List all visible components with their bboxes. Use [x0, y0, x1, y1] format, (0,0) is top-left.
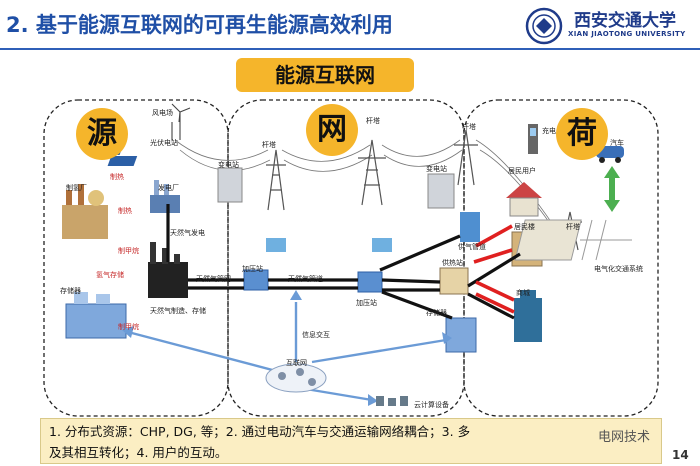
label-tower-3: 杆塔: [462, 123, 476, 131]
info-arrowheads: [122, 290, 452, 406]
energy-internet-banner: 能源互联网: [236, 58, 414, 92]
green-arrow: [604, 166, 620, 212]
gas-facility-1: [266, 238, 286, 252]
title-divider: [0, 48, 700, 50]
wind-turbines: [171, 103, 191, 140]
label-heating-station: 供热站: [442, 259, 463, 267]
heating-station: [439, 267, 469, 295]
university-logo: [525, 7, 563, 45]
label-ev: 汽车: [610, 139, 624, 147]
label-heat-2: 制热: [118, 207, 132, 215]
label-hydrogen-plant: 制氢厂: [66, 184, 87, 192]
label-gas-pipe-1: 天然气管网: [196, 275, 231, 283]
load-label: 荷: [556, 108, 608, 160]
ev-charger: [528, 124, 538, 154]
label-residential-building: 居民楼: [514, 223, 535, 231]
ev-traffic-grid: [514, 219, 632, 261]
residential-house: [506, 182, 542, 217]
label-heat-3: 制甲烷: [118, 323, 139, 331]
label-mall: 商城: [516, 289, 530, 297]
label-tower-1: 杆塔: [262, 141, 276, 149]
grid-region: [227, 99, 465, 417]
logo-subtitle: XIAN JIAOTONG UNIVERSITY: [568, 30, 686, 38]
label-storage-2: 存储器: [426, 309, 447, 317]
label-heat-1: 制热: [110, 173, 124, 181]
tower-1: [266, 149, 286, 211]
label-gas-supply: 供气管道: [458, 243, 486, 251]
substation-2: [427, 173, 455, 209]
label-gas-power: 天然气发电: [170, 229, 205, 237]
label-residential-user: 居民用户: [508, 167, 536, 175]
grid-label: 网: [306, 104, 358, 156]
label-info-exchange: 信息交互: [302, 331, 330, 339]
hydrogen-plant: [62, 184, 108, 239]
caption-line-1: 1. 分布式资源：CHP, DG, 等；2. 通过电动汽车与交通运输网络耦合；3…: [49, 424, 471, 439]
label-pv-station: 光伏电站: [150, 139, 178, 147]
label-hydrogen-cool: 制甲烷: [118, 247, 139, 255]
compressor-2: [357, 271, 383, 293]
logo-name: 西安交通大学: [574, 11, 676, 31]
label-ev-charge: 充电: [542, 127, 556, 135]
label-gas-pipe-2: 天然气管道: [288, 275, 323, 283]
label-compressor-2: 加压站: [356, 299, 377, 307]
label-tower-2: 杆塔: [366, 117, 380, 125]
label-storage-1: 存储器: [60, 287, 81, 295]
gas-pipelines: [166, 204, 521, 320]
label-ev-traffic: 电气化交通系统: [594, 265, 643, 273]
load-region: [463, 99, 659, 417]
storage-2: [445, 317, 477, 353]
label-hydrogen-storage: 氢气存储: [96, 271, 124, 279]
internet-cloud: [265, 363, 327, 393]
red-power-lines: [473, 224, 515, 314]
storage-1: [65, 292, 127, 339]
label-substation-2: 变电站: [426, 165, 447, 173]
mall-building: [514, 290, 542, 342]
cloud-devices: [376, 396, 408, 406]
gas-plant: [148, 242, 188, 298]
label-cloud-device: 云计算设备: [414, 401, 449, 409]
slide-title: 2. 基于能源互联网的可再生能源高效利用: [6, 13, 393, 37]
label-gas-make: 天然气制造、存储: [150, 307, 206, 315]
label-tower-4: 杆塔: [566, 223, 580, 231]
label-substation-1: 变电站: [218, 161, 239, 169]
source-label: 源: [76, 108, 128, 160]
tower-2: [358, 139, 386, 206]
label-power-plant: 发电厂: [158, 184, 179, 192]
page-number: 14: [672, 448, 689, 462]
caption-line-2: 及其相互转化；4. 用户的互动。: [49, 445, 228, 460]
label-compressor-1: 加压站: [242, 265, 263, 273]
watermark: 电网技术: [598, 430, 651, 445]
label-internet: 互联网: [286, 359, 307, 367]
gas-supply-building: [460, 212, 480, 242]
label-wind-farm: 风电场: [152, 109, 173, 117]
substation-1: [217, 167, 243, 203]
source-region: [43, 99, 229, 417]
gas-facility-2: [372, 238, 392, 252]
tower-3: [454, 129, 478, 186]
caption-box: 1. 分布式资源：CHP, DG, 等；2. 通过电动汽车与交通运输网络耦合；3…: [40, 418, 662, 464]
power-plant: [150, 180, 180, 213]
